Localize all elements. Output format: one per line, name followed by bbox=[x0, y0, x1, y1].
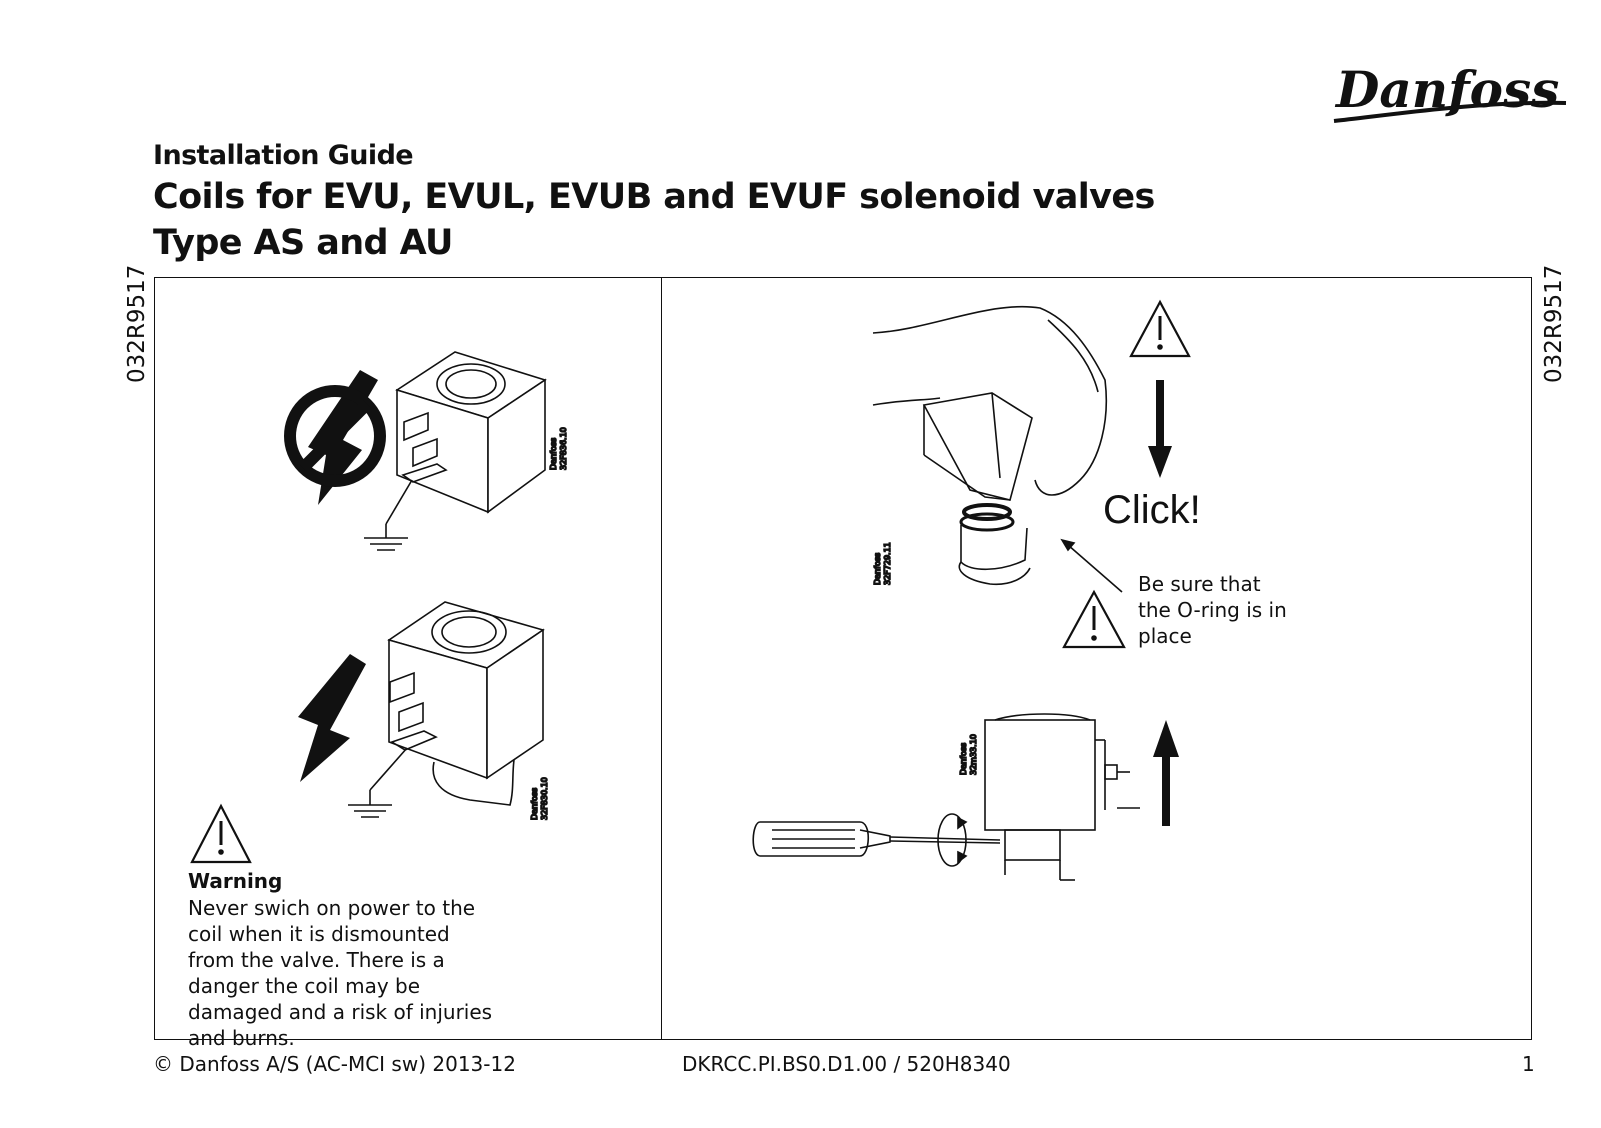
footer-page-number: 1 bbox=[1522, 1052, 1535, 1076]
coil-figure-2: Danfoss 32F830.10 bbox=[348, 601, 550, 821]
click-label: Click! bbox=[1103, 488, 1201, 532]
oring-note: Be sure that the O-ring is in place bbox=[1138, 572, 1287, 648]
warning-triangle-icon-left bbox=[190, 803, 252, 864]
warning-title: Warning bbox=[188, 869, 283, 893]
down-arrow-icon bbox=[1148, 380, 1172, 478]
warning-triangle-icon-top bbox=[1129, 299, 1191, 358]
warning-text: Never swich on power to the coil when it… bbox=[188, 896, 493, 1050]
lightning-icon bbox=[298, 654, 366, 782]
fig2-label-code: 32F830.10 bbox=[540, 777, 549, 820]
oring-pointer-arrow bbox=[1060, 538, 1123, 593]
screwdriver-icon bbox=[752, 821, 1001, 857]
coil-figure-1: Danfoss 32F836.10 bbox=[364, 351, 569, 551]
no-power-icon bbox=[284, 370, 386, 505]
coil-figure-4: Danfoss 32m33.10 bbox=[958, 713, 1140, 881]
panel-divider bbox=[661, 277, 662, 1040]
danfoss-logo: Danfoss bbox=[1333, 60, 1567, 123]
page-subtitle: Type AS and AU bbox=[153, 223, 453, 263]
warning-triangle-icon-oring bbox=[1062, 589, 1126, 649]
logo-swoosh bbox=[1333, 100, 1567, 123]
fig1-label-brand: Danfoss bbox=[549, 438, 558, 470]
content-frame bbox=[154, 277, 1532, 1040]
fig3-label-code: 32F729.11 bbox=[883, 542, 892, 585]
fig4-label-code: 32m33.10 bbox=[969, 734, 978, 775]
fig4-label-brand: Danfoss bbox=[959, 743, 968, 775]
fig1-label-code: 32F836.10 bbox=[559, 427, 568, 470]
footer-copyright: © Danfoss A/S (AC-MCI sw) 2013-12 bbox=[153, 1052, 516, 1076]
page-title: Coils for EVU, EVUL, EVUB and EVUF solen… bbox=[153, 177, 1155, 217]
doc-type-heading: Installation Guide bbox=[153, 140, 414, 171]
footer-doc-number: DKRCC.PI.BS0.D1.00 / 520H8340 bbox=[682, 1052, 1011, 1076]
fig3-label-brand: Danfoss bbox=[873, 553, 882, 585]
rotate-arrow-icon bbox=[937, 813, 968, 867]
fig2-label-brand: Danfoss bbox=[530, 788, 539, 820]
up-arrow-icon bbox=[1153, 720, 1179, 826]
coil-figure-3: Danfoss 32F729.11 bbox=[872, 305, 1108, 586]
